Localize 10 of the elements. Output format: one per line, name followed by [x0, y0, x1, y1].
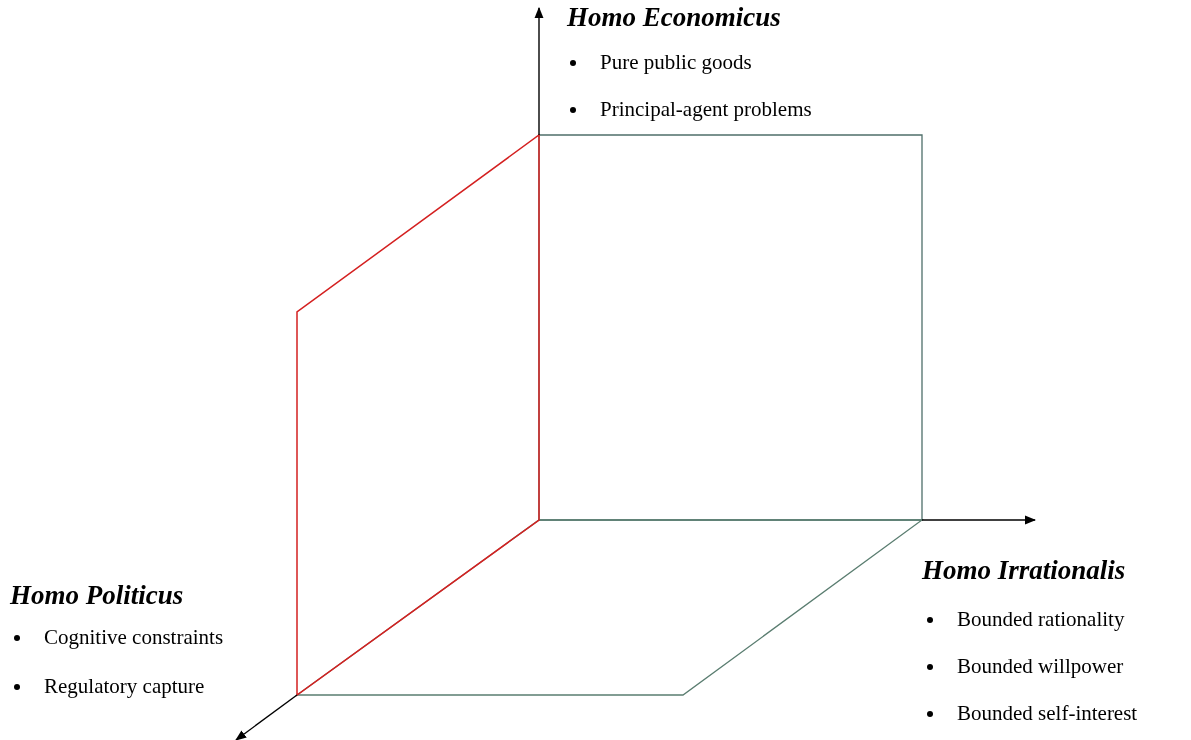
bullet-item: Regulatory capture: [44, 676, 205, 697]
axis-title: Homo Politicus: [10, 582, 184, 609]
bullet-item: Cognitive constraints: [44, 627, 224, 648]
bullet-item: Bounded self-interest: [957, 703, 1138, 724]
bullet-item: Bounded rationality: [957, 609, 1125, 630]
bullet-item: Principal-agent problems: [600, 99, 812, 120]
bullet-item: Bounded willpower: [957, 656, 1124, 677]
bullet-item: Pure public goods: [600, 52, 752, 73]
axis-title: Homo Irrationalis: [922, 557, 1126, 584]
axis-title: Homo Economicus: [567, 4, 781, 31]
